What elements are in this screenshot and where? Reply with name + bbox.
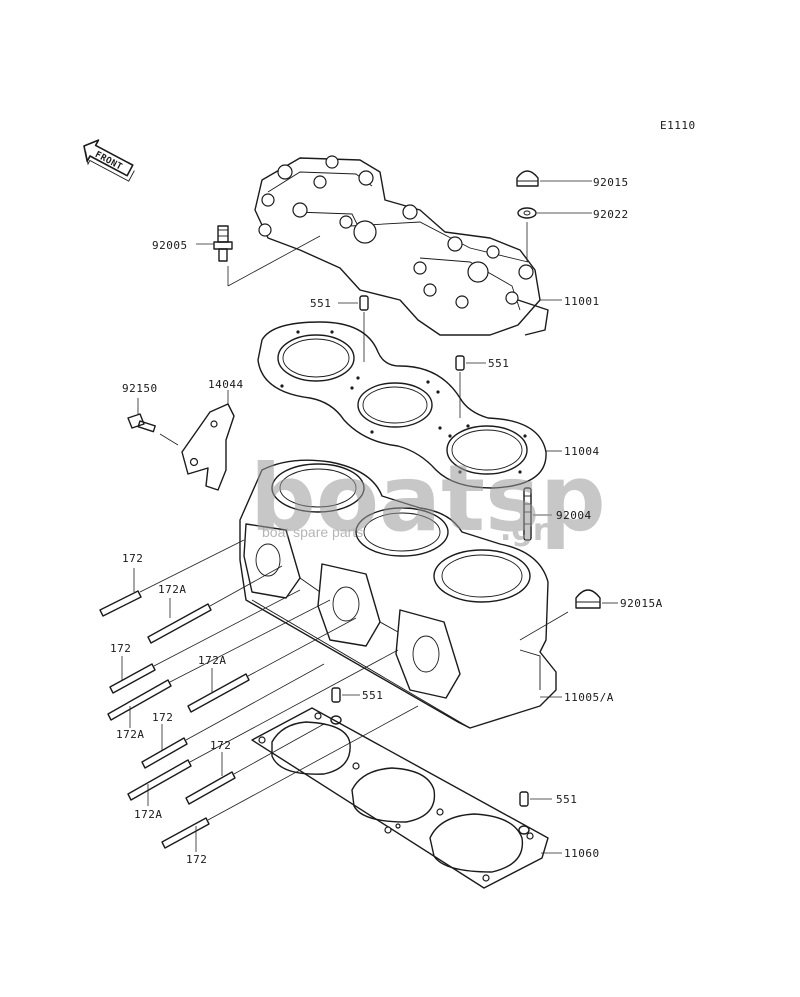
bracket-14044	[181, 403, 235, 491]
callout-551-upper: 551	[310, 297, 331, 310]
stud-172-4	[185, 771, 236, 805]
callout-172-4: 172	[210, 739, 231, 752]
stud-172A-4	[127, 759, 192, 801]
stud-172-2	[109, 663, 156, 694]
cap-nut-92015A	[575, 589, 601, 609]
callout-551-right: 551	[488, 357, 509, 370]
callout-92015A: 92015A	[620, 597, 663, 610]
callout-172-3: 172	[152, 711, 173, 724]
callout-11060: 11060	[564, 847, 600, 860]
front-direction-arrow: FRONT	[83, 139, 135, 182]
callout-92005: 92005	[152, 239, 188, 252]
callout-14044: 14044	[208, 378, 244, 391]
watermark-brand: boatsp	[250, 445, 606, 552]
stud-92004	[523, 487, 532, 541]
callout-551-middle: 551	[362, 689, 383, 702]
callout-551-lower: 551	[556, 793, 577, 806]
callout-92150: 92150	[122, 382, 158, 395]
front-label: FRONT	[93, 150, 124, 173]
stud-172-3	[141, 737, 188, 769]
callout-172A-3: 172A	[198, 654, 227, 667]
dowel-pin-551-lower	[518, 791, 530, 835]
callout-11001: 11001	[564, 295, 600, 308]
callout-11005A: 11005/A	[564, 691, 614, 704]
dowel-pin-551-middle	[330, 687, 342, 725]
washer-92022	[517, 207, 537, 219]
diagram-code-label: E1110	[660, 119, 696, 132]
watermark-tagline: boat spare parts	[262, 524, 363, 540]
stud-172A-2	[107, 679, 172, 721]
cylinder-head	[254, 155, 549, 336]
callout-172A-4: 172A	[134, 808, 163, 821]
callout-92004: 92004	[556, 509, 592, 522]
head-gasket	[257, 321, 547, 489]
stud-172A-3	[187, 673, 250, 713]
stud-172A-1	[147, 603, 212, 644]
stud-172-1	[99, 590, 142, 617]
watermark-tld: .gr	[500, 513, 548, 548]
cylinder-block	[239, 459, 557, 729]
dowel-pin-551-right	[455, 355, 465, 371]
callout-172-2: 172	[110, 642, 131, 655]
fitting-92005	[213, 225, 233, 262]
callout-172-1: 172	[122, 552, 143, 565]
callout-92022: 92022	[593, 208, 629, 221]
cap-nut-92015	[516, 170, 539, 187]
callout-172A-1: 172A	[158, 583, 187, 596]
callout-92015: 92015	[593, 176, 629, 189]
dowel-pin-551-upper	[359, 295, 369, 311]
callout-172A-2: 172A	[116, 728, 145, 741]
stud-172-5	[161, 817, 210, 849]
base-gasket	[251, 707, 549, 889]
callout-172-5: 172	[186, 853, 207, 866]
watermark: boatsp .gr boat spare parts	[250, 445, 606, 552]
callout-11004: 11004	[564, 445, 600, 458]
bolt-92150	[127, 413, 156, 433]
